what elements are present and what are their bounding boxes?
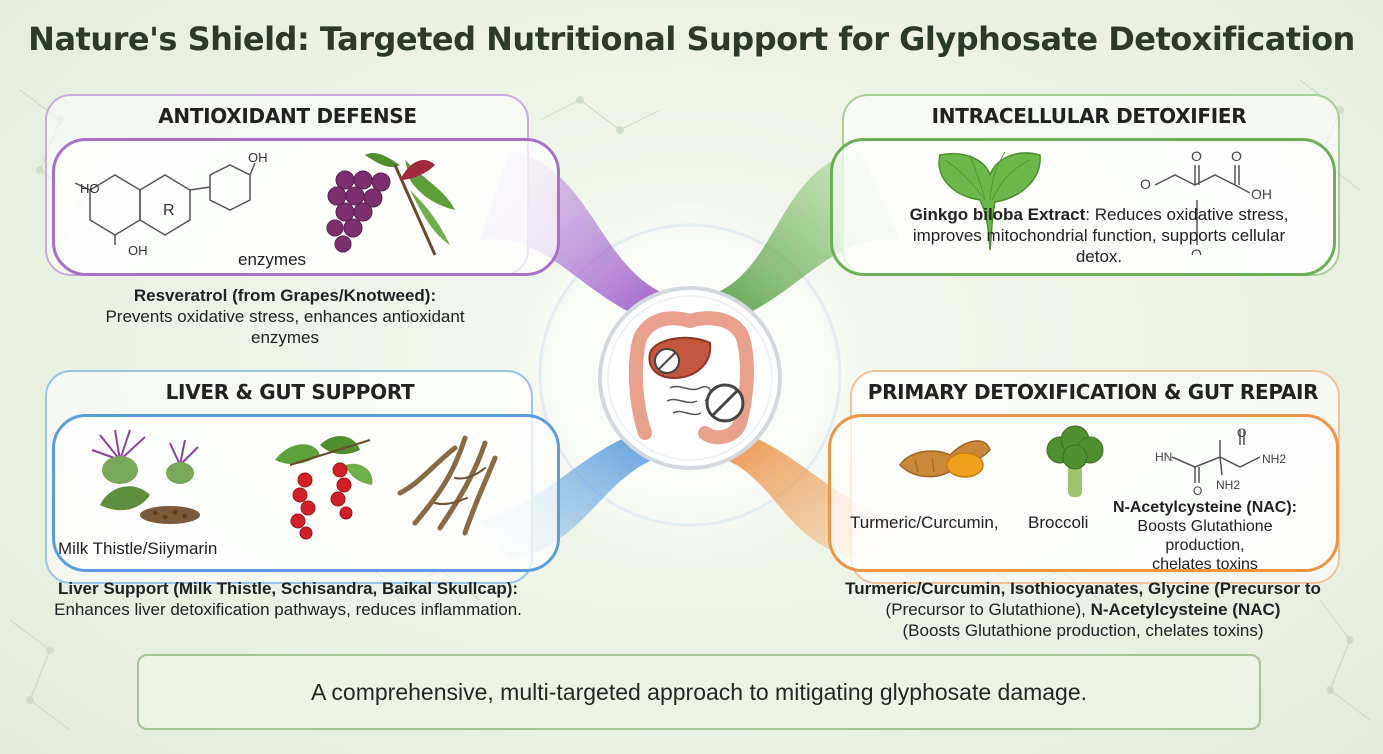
- antioxidant-inner-label: enzymes: [238, 250, 307, 269]
- liver-support-desc: Enhances liver detoxification pathways, …: [54, 600, 522, 619]
- ginkgo-desc-line1: : Reduces oxidative stress,: [1085, 205, 1289, 224]
- broccoli-label: Broccoli: [1028, 513, 1089, 532]
- ginkgo-desc-line3: detox.: [1075, 247, 1123, 266]
- ginkgo-leaf-icon: [938, 151, 1041, 251]
- intracellular-heading: INTRACELLULAR DETOXIFIER: [931, 104, 1247, 128]
- primary-caption-line2b: N-Acetylcysteine (NAC): [1090, 600, 1281, 619]
- resveratrol-title: Resveratrol (from Grapes/Knotweed):: [133, 286, 437, 305]
- page-title: Nature's Shield: Targeted Nutritional Su…: [28, 20, 1355, 58]
- molecule-label: HO: [80, 181, 100, 196]
- antioxidant-inner-box: [52, 138, 560, 276]
- molecule-label: OH: [1251, 186, 1272, 202]
- nac-inner-title: N-Acetylcysteine (NAC):: [1112, 499, 1298, 516]
- primary-caption-line1: Turmeric/Curcumin, Isothiocyanates, Glyc…: [845, 579, 1321, 598]
- broccoli-icon: [1046, 425, 1104, 497]
- primary-caption-line2a: (Precursor to Glutathione),: [885, 600, 1091, 619]
- turmeric-root-icon: [899, 440, 991, 478]
- molecule-label: OH: [128, 243, 148, 258]
- liver-caption: Liver Support (Milk Thistle, Schisandra,…: [28, 578, 548, 620]
- milk-thistle-icon: [91, 429, 200, 524]
- primary-heading: PRIMARY DETOXIFICATION & GUT REPAIR: [867, 380, 1319, 404]
- ginkgo-desc-line2: improves mitochondrial function, support…: [912, 226, 1286, 245]
- nac-inner-line1: Boosts Glutathione production,: [1137, 518, 1273, 554]
- molecule-label: O: [1191, 148, 1202, 164]
- molecule-label: O: [1140, 176, 1151, 192]
- antioxidant-caption: Resveratrol (from Grapes/Knotweed): Prev…: [40, 285, 530, 348]
- resveratrol-desc-line1: Prevents oxidative stress, enhances anti…: [105, 307, 465, 326]
- molecule-label: HN: [1155, 450, 1172, 464]
- footer-banner: A comprehensive, multi-targeted approach…: [137, 654, 1261, 730]
- grapes-icon: [326, 153, 455, 256]
- primary-caption-line3: (Boosts Glutathione production, chelates…: [902, 621, 1264, 640]
- antioxidant-heading: ANTIOXIDANT DEFENSE: [158, 104, 417, 128]
- ginkgo-title: Ginkgo biloba Extract: [909, 205, 1086, 224]
- molecule-label: NH2: [1216, 478, 1240, 492]
- molecule-label: NH2: [1262, 452, 1286, 466]
- molecule-label: O: [1237, 426, 1246, 440]
- molecule-label: O: [1231, 148, 1242, 164]
- nac-molecule-icon: HN O O NH2 NH2: [1155, 426, 1286, 498]
- molecule-label: O: [1193, 484, 1202, 498]
- turmeric-label: Turmeric/Curcumin,: [850, 513, 999, 532]
- ginkgo-description: Ginkgo biloba Extract: Reduces oxidative…: [868, 204, 1330, 267]
- nac-inner-description: N-Acetylcysteine (NAC): Boosts Glutathio…: [1100, 498, 1310, 574]
- resveratrol-molecule-icon: HO OH OH R: [74, 150, 268, 258]
- molecule-label: OH: [248, 150, 268, 165]
- resveratrol-desc-line2: enzymes: [250, 328, 320, 347]
- primary-caption: Turmeric/Curcumin, Isothiocyanates, Glyc…: [818, 578, 1348, 641]
- footer-text: A comprehensive, multi-targeted approach…: [310, 678, 1088, 705]
- molecule-label: O: [1191, 246, 1202, 255]
- milk-thistle-label: Milk Thistle/Siiymarin: [58, 539, 218, 558]
- digestive-system-icon: [598, 286, 782, 470]
- intracellular-inner-box: [830, 138, 1336, 276]
- alpha-lipoic-molecule-icon: O O O OH O: [1140, 148, 1272, 255]
- liver-heading: LIVER & GUT SUPPORT: [165, 380, 415, 404]
- skullcap-root-icon: [397, 435, 498, 536]
- nac-inner-line2: chelates toxins: [1152, 556, 1258, 573]
- liver-support-title: Liver Support (Milk Thistle, Schisandra,…: [57, 579, 519, 598]
- schisandra-berries-icon: [275, 435, 373, 540]
- molecule-label: R: [163, 202, 175, 219]
